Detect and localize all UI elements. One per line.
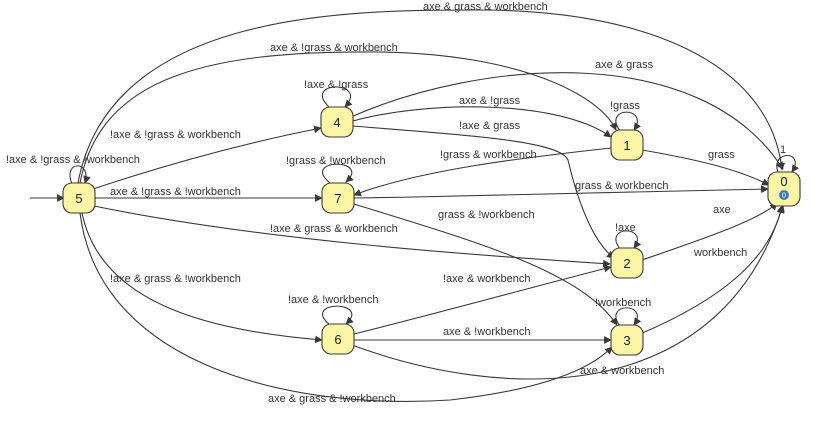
edge-label: !workbench <box>595 297 651 309</box>
state-4[interactable]: 4 <box>320 106 354 138</box>
edge-6-2 <box>353 264 612 335</box>
edge-5-1 <box>79 51 617 184</box>
edge-label: axe & !grass & workbench <box>270 42 398 54</box>
edge-label: axe <box>713 204 731 216</box>
edge-label: !axe & !grass <box>304 79 369 91</box>
edge-label: grass <box>708 149 735 161</box>
edge-label: axe & !grass <box>459 95 521 107</box>
state-1[interactable]: 1 <box>610 129 644 161</box>
edge-label: !axe & !workbench <box>288 294 379 306</box>
state-1-label: 1 <box>623 138 630 153</box>
loop-6 <box>322 305 354 326</box>
state-6-label: 6 <box>334 332 341 347</box>
edge-2-0 <box>641 202 778 261</box>
loop-1 <box>615 111 642 132</box>
edge-label: !axe & !grass & !workbench <box>6 154 140 166</box>
state-3[interactable]: 3 <box>610 324 644 356</box>
edge-label: axe & grass & workbench <box>423 1 548 13</box>
edge-label: axe & !workbench <box>443 326 530 338</box>
edge-label: !axe & grass & workbench <box>270 223 398 235</box>
state-7[interactable]: 7 <box>321 182 355 214</box>
edge-label: workbench <box>693 247 747 259</box>
edge-4-2 <box>352 125 615 259</box>
state-2-label: 2 <box>623 256 630 271</box>
edge-label: !axe & !grass & workbench <box>110 129 241 141</box>
state-0[interactable]: 0 0 <box>767 171 801 207</box>
edge-label: !axe & grass <box>459 120 521 132</box>
edge-label: !axe <box>615 222 636 234</box>
edge-label: !grass & workbench <box>440 149 537 161</box>
loop-7 <box>322 163 354 184</box>
edge-5-6 <box>81 212 323 344</box>
state-2[interactable]: 2 <box>610 247 644 279</box>
accepting-mark-label: 0 <box>782 193 786 200</box>
edge-5-0-top <box>77 9 786 184</box>
edge-6-0 <box>351 204 785 380</box>
edge-label: !axe & grass & !workbench <box>110 273 241 285</box>
state-5[interactable]: 5 <box>62 182 96 214</box>
state-4-label: 4 <box>333 115 340 130</box>
edge-label: axe & !grass & !workbench <box>110 186 241 198</box>
edge-5-2 <box>93 205 611 268</box>
loop-5 <box>69 165 91 185</box>
state-3-label: 3 <box>623 333 630 348</box>
edge-label: 1 <box>780 144 786 156</box>
edge-label: !grass <box>610 100 640 112</box>
edge-label: axe & grass <box>595 59 654 71</box>
accepting-mark <box>779 190 789 200</box>
state-5-label: 5 <box>75 191 82 206</box>
loop-4 <box>321 86 353 109</box>
edge-label: axe & grass & !workbench <box>268 393 396 405</box>
edge-label: !axe & workbench <box>443 273 530 285</box>
edge-1-0 <box>641 149 770 186</box>
edge-3-0 <box>639 205 785 335</box>
edge-5-3 <box>79 212 613 402</box>
edge-label: grass & !workbench <box>438 209 535 221</box>
edge-4-0 <box>350 72 784 170</box>
edge-label: axe & workbench <box>580 365 664 377</box>
edge-7-0 <box>353 185 769 199</box>
edge-5-4 <box>92 125 322 190</box>
edge-4-1 <box>352 106 612 138</box>
state-6[interactable]: 6 <box>321 323 355 355</box>
state-0-label: 0 <box>780 174 787 189</box>
edge-label: !grass & !workbench <box>286 155 386 167</box>
loop-2 <box>615 230 642 250</box>
state-7-label: 7 <box>334 191 341 206</box>
loop-3 <box>615 307 642 327</box>
loop-0 <box>776 154 799 173</box>
edge-label: grass & workbench <box>575 180 669 192</box>
edge-1-7 <box>353 147 612 197</box>
